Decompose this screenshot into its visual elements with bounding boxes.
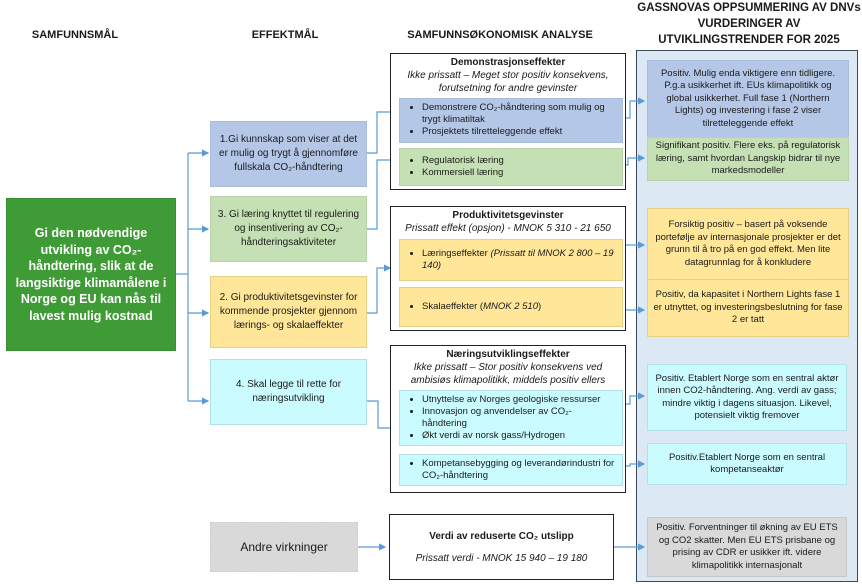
header-effektmal: EFFEKTMÅL bbox=[251, 29, 319, 41]
andre-virkninger-box: Andre virkninger bbox=[210, 522, 358, 572]
gassnova-assessment-3: Forsiktig positiv – basert på voksende p… bbox=[647, 208, 849, 280]
demonstrasjon-item: Prosjektets tilretteleggende effekt bbox=[422, 126, 616, 138]
demonstrasjon-item: Regulatorisk læring bbox=[422, 155, 504, 167]
gassnova-assessment-text: Positiv.Etablert Norge som en sentral ko… bbox=[668, 451, 826, 476]
produktivitet-item: Læringseffekter (Prissatt til MNOK 2 800… bbox=[422, 248, 616, 272]
effektmal-1-text: 1.Gi kunnskap som viser at det er mulig … bbox=[219, 134, 358, 173]
utslipp-frame: Verdi av reduserte CO₂ utslipp Prissatt … bbox=[389, 514, 614, 580]
connector-effekt1-demo bbox=[367, 108, 400, 154]
skalaeffekter-label: Skalaeffekter ( bbox=[422, 301, 484, 312]
gassnova-assessment-6: Positiv.Etablert Norge som en sentral ko… bbox=[647, 443, 847, 485]
samfunnsmal-text: Gi den nødvendige utvikling av CO₂-håndt… bbox=[15, 226, 167, 323]
demonstrasjon-frame: Demonstrasjonseffekter Ikke prissatt – M… bbox=[390, 53, 626, 190]
naering-group-1: Utnyttelse av Norges geologiske ressurse… bbox=[399, 390, 623, 446]
header-samfunnsmal: SAMFUNNSMÅL bbox=[31, 29, 119, 41]
produktivitet-frame: Produktivitetsgevinster Prissatt effekt … bbox=[390, 206, 626, 331]
laeringseffekter-label: Læringseffekter bbox=[422, 248, 491, 259]
produktivitet-group-1: Læringseffekter (Prissatt til MNOK 2 800… bbox=[399, 239, 623, 281]
gassnova-assessment-text: Positiv, da kapasitet i Northern Lights … bbox=[653, 289, 843, 326]
laeringseffekter-note: (Prissatt til MNOK 2 800 – 19 140) bbox=[422, 248, 614, 271]
gassnova-assessment-7: Positiv. Forventninger til økning av EU … bbox=[647, 517, 847, 577]
utslipp-title: Verdi av reduserte CO₂ utslipp bbox=[429, 530, 574, 542]
utslipp-subtitle: Prissatt verdi - MNOK 15 940 – 19 180 bbox=[415, 552, 588, 564]
produktivitet-subtitle: Prissatt effekt (opsjon) - MNOK 5 310 - … bbox=[405, 223, 611, 234]
gassnova-assessment-text: Signifikant positiv. Flere eks. på regul… bbox=[655, 140, 841, 177]
andre-virkninger-text: Andre virkninger bbox=[240, 540, 328, 554]
effektmal-3-text: 3. Gi læring knyttet til regulering og i… bbox=[217, 209, 360, 248]
connector-effekt4-naering bbox=[367, 400, 400, 432]
naering-title: Næringsutviklingseffekter bbox=[446, 349, 570, 360]
effektmal-2-text: 2. Gi produktivitetsgevinster for kommen… bbox=[219, 292, 358, 331]
produktivitet-group-2: Skalaeffekter (MNOK 2 510) bbox=[399, 287, 623, 327]
gassnova-assessment-1: Positiv. Mulig enda viktigere enn tidlig… bbox=[647, 60, 849, 138]
gassnova-assessment-text: Positiv. Mulig enda viktigere enn tidlig… bbox=[660, 67, 836, 129]
connector-effekt3-regul bbox=[367, 156, 400, 230]
demonstrasjon-group-2: Regulatorisk læring Kommersiell læring bbox=[399, 148, 623, 186]
demonstrasjon-group-1: Demonstrere CO₂-håndtering som mulig og … bbox=[399, 98, 623, 143]
demonstrasjon-item: Kommersiell læring bbox=[422, 167, 504, 179]
naering-item: Kompetansebygging og leverandørindustri … bbox=[422, 458, 616, 482]
naering-subtitle: Ikke prissatt – Stor positiv konsekvens … bbox=[410, 362, 606, 386]
skalaeffekter-close: ) bbox=[538, 301, 542, 312]
naering-item: Utnyttelse av Norges geologiske ressurse… bbox=[422, 394, 616, 406]
produktivitet-title: Produktivitetsgevinster bbox=[452, 210, 564, 221]
demonstrasjon-title: Demonstrasjonseffekter bbox=[450, 57, 566, 68]
naering-item: Økt verdi av norsk gass/Hydrogen bbox=[422, 430, 616, 442]
gassnova-assessment-4: Positiv, da kapasitet i Northern Lights … bbox=[647, 279, 849, 337]
header-analyse: SAMFUNNSØKONOMISK ANALYSE bbox=[407, 29, 593, 41]
gassnova-assessment-text: Positiv. Etablert Norge som en sentral a… bbox=[655, 372, 839, 422]
demonstrasjon-subtitle: Ikke prissatt – Meget stor positiv konse… bbox=[407, 70, 609, 94]
connector-effekt2-produkt bbox=[367, 264, 392, 314]
effektmal-4-box: 4. Skal legge til rette for næringsutvik… bbox=[210, 359, 367, 425]
naering-group-2: Kompetansebygging og leverandørindustri … bbox=[399, 454, 623, 486]
demonstrasjon-item: Demonstrere CO₂-håndtering som mulig og … bbox=[422, 102, 616, 126]
gassnova-assessment-5: Positiv. Etablert Norge som en sentral a… bbox=[647, 364, 847, 431]
effektmal-3-box: 3. Gi læring knyttet til regulering og i… bbox=[210, 196, 367, 262]
gassnova-assessment-2: Signifikant positiv. Flere eks. på regul… bbox=[647, 137, 849, 181]
produktivitet-item: Skalaeffekter (MNOK 2 510) bbox=[422, 301, 541, 313]
effektmal-2-box: 2. Gi produktivitetsgevinster for kommen… bbox=[210, 276, 367, 348]
naering-item: Innovasjon og anvendelser av CO₂-håndter… bbox=[422, 406, 616, 430]
gassnova-assessment-text: Forsiktig positiv – basert på voksende p… bbox=[655, 219, 841, 268]
effektmal-1-box: 1.Gi kunnskap som viser at det er mulig … bbox=[210, 121, 367, 187]
samfunnsmal-box: Gi den nødvendige utvikling av CO₂-håndt… bbox=[6, 198, 176, 351]
header-gassnova: GASSNOVAS OPPSUMMERING AV DNVs VURDERING… bbox=[637, 2, 861, 46]
naering-frame: Næringsutviklingseffekter Ikke prissatt … bbox=[390, 345, 626, 493]
gassnova-assessment-text: Positiv. Forventninger til økning av EU … bbox=[656, 522, 838, 571]
effektmal-4-text: 4. Skal legge til rette for næringsutvik… bbox=[235, 379, 342, 404]
skalaeffekter-note: MNOK 2 510 bbox=[483, 301, 538, 312]
